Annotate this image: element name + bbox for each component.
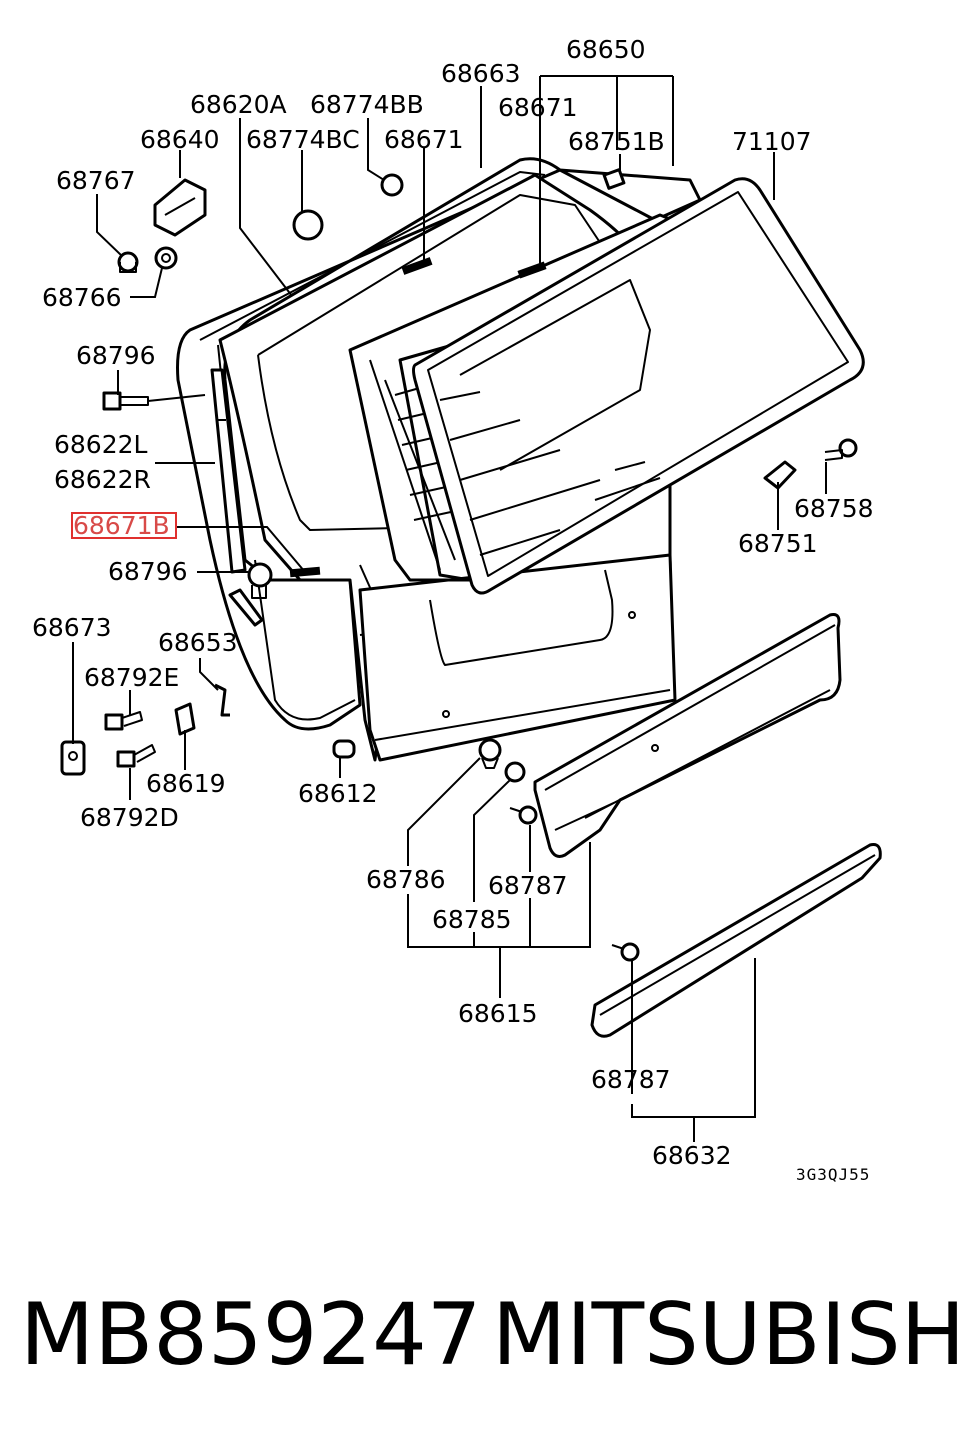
clip-68653 [214, 683, 230, 717]
brand-name: MITSUBISHI [492, 1285, 960, 1385]
highlight-box-68671B [71, 512, 177, 539]
label-68663: 68663 [441, 59, 521, 88]
label-68671-left: 68671 [384, 125, 464, 154]
clip-68751B [602, 168, 626, 190]
label-68767: 68767 [56, 166, 136, 195]
bolt-68767 [117, 251, 139, 273]
label-68615: 68615 [458, 999, 538, 1028]
label-68774BC: 68774BC [246, 125, 360, 154]
label-68751: 68751 [738, 529, 818, 558]
leader-lines [72, 75, 827, 1142]
hinge-68640 [153, 178, 207, 237]
clip-68787-lower [611, 942, 640, 962]
screw-68792D [116, 744, 156, 768]
lower-moulding-68632 [590, 843, 882, 1038]
bolt-68796-bottom [247, 562, 273, 599]
clip-68786 [478, 738, 502, 769]
tailgate-parts-diagram: 68650 68663 68620A 68774BB 68671 68640 6… [32, 35, 882, 1184]
label-68612: 68612 [298, 779, 378, 808]
part-labels: 68650 68663 68620A 68774BB 68671 68640 6… [32, 35, 874, 1184]
label-68787-upper: 68787 [488, 871, 568, 900]
label-68622L: 68622L [54, 430, 148, 459]
bracket-68673 [60, 740, 86, 776]
label-68786: 68786 [366, 865, 446, 894]
screw-68792E [104, 711, 143, 731]
label-68796-top: 68796 [76, 341, 156, 370]
label-68622R: 68622R [54, 465, 151, 494]
label-71107: 71107 [732, 127, 812, 156]
label-68619: 68619 [146, 769, 226, 798]
bolt-68758 [824, 438, 858, 461]
label-68653: 68653 [158, 628, 238, 657]
rear-window-glass [412, 177, 865, 595]
label-68632: 68632 [652, 1141, 732, 1170]
label-68758: 68758 [794, 494, 874, 523]
label-68792D: 68792D [80, 803, 179, 832]
bracket-68619 [174, 702, 196, 736]
label-68640: 68640 [140, 125, 220, 154]
gas-strut-68622 [210, 368, 247, 574]
grommet-68774BB [380, 173, 404, 197]
nut-68766 [154, 246, 178, 270]
grommet-68774BC [292, 209, 324, 241]
bumper-68612 [332, 739, 356, 759]
clip-68751 [763, 460, 797, 490]
footer-caption: MB859247 MITSUBISHI [0, 1285, 960, 1405]
label-68671-right: 68671 [498, 93, 578, 122]
diagram-code: 3G3QJ55 [796, 1165, 870, 1184]
label-68751B: 68751B [568, 127, 665, 156]
part-number: MB859247 [20, 1285, 482, 1385]
clip-68787-upper [509, 805, 538, 825]
clip-68785 [504, 761, 526, 783]
strut-end-68796 [228, 588, 264, 627]
label-68673: 68673 [32, 613, 112, 642]
label-68671B: 68671B [73, 511, 170, 540]
bolt-68796-top [102, 391, 149, 411]
label-68620A: 68620A [190, 90, 287, 119]
label-68796-bottom: 68796 [108, 557, 188, 586]
label-68650: 68650 [566, 35, 646, 64]
label-68787-lower: 68787 [591, 1065, 671, 1094]
label-68774BB: 68774BB [310, 90, 424, 119]
label-68785: 68785 [432, 905, 512, 934]
label-68766: 68766 [42, 283, 122, 312]
label-68792E: 68792E [84, 663, 179, 692]
rear-garnish-68615 [533, 613, 842, 858]
